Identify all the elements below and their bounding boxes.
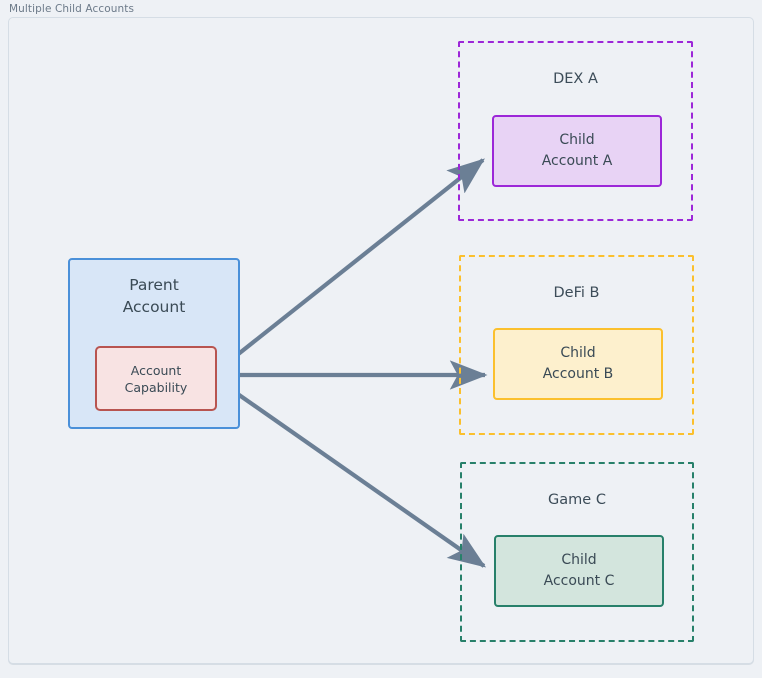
child-account-c-label: Child Account C — [544, 550, 615, 592]
child-account-a-label-line1: Child — [559, 132, 595, 148]
parent-account-label-line1: Parent — [129, 276, 179, 294]
child-account-c-label-line1: Child — [561, 552, 597, 568]
group-dex-a-label: DEX A — [553, 71, 598, 87]
child-account-b-label: Child Account B — [543, 343, 614, 385]
parent-account-label-line2: Account — [122, 298, 186, 316]
child-account-a-label-line2: Account A — [541, 153, 613, 169]
child-account-b-node[interactable]: Child Account B — [493, 328, 663, 400]
child-account-c-node[interactable]: Child Account C — [494, 535, 664, 607]
child-account-a-node[interactable]: Child Account A — [492, 115, 662, 187]
account-capability-label: Account Capability — [125, 362, 188, 396]
child-account-b-label-line2: Account B — [542, 366, 614, 382]
group-defi-b-label: DeFi B — [553, 285, 600, 301]
child-account-c-label-line2: Account C — [543, 573, 615, 589]
group-game-c-label: Game C — [548, 492, 606, 508]
parent-account-node[interactable]: Parent Account Account Capability — [68, 258, 240, 429]
account-capability-node[interactable]: Account Capability — [95, 346, 217, 411]
figure-caption: Multiple Child Accounts — [9, 3, 135, 15]
parent-account-label: Parent Account — [70, 274, 238, 318]
group-game-c[interactable]: Game C — [460, 462, 694, 642]
group-dex-a[interactable]: DEX A — [458, 41, 693, 221]
account-capability-label-line2: Capability — [124, 379, 188, 395]
group-defi-b[interactable]: DeFi B — [459, 255, 694, 435]
child-account-b-label-line1: Child — [560, 345, 596, 361]
child-account-a-label: Child Account A — [542, 130, 613, 172]
account-capability-label-line1: Account — [130, 362, 182, 378]
